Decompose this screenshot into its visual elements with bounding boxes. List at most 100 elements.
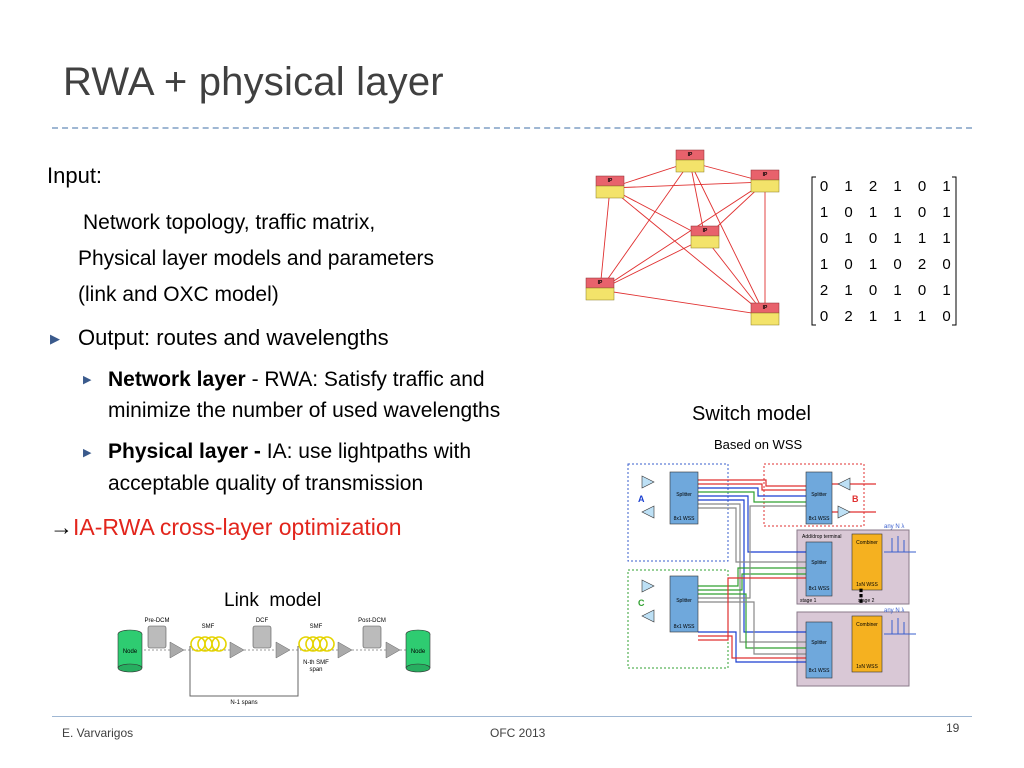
- matrix-cell: 1: [942, 230, 950, 247]
- dcf-module: [252, 625, 272, 649]
- bullet-icon: ▶: [50, 331, 60, 346]
- matrix-cell: 2: [918, 256, 926, 273]
- matrix-cell: 0: [893, 256, 901, 273]
- ellipsis-dots: ⋮: [852, 586, 870, 606]
- splitter-label: Splitter: [811, 492, 827, 498]
- output-bullet: Output: routes and wavelengths: [78, 325, 389, 350]
- smf-label: SMF: [310, 624, 323, 630]
- combiner-label: Combiner: [856, 622, 878, 628]
- matrix-cell: 0: [844, 204, 852, 221]
- port-c-label: C: [638, 598, 645, 608]
- title-divider: [52, 127, 972, 129]
- splitter-label: Splitter: [676, 492, 692, 498]
- router-label: IP: [703, 228, 708, 234]
- matrix-cell: 1: [893, 282, 901, 299]
- conclusion: →IA-RWA cross-layer optimization: [50, 514, 401, 541]
- spectrum-icon: [884, 618, 916, 635]
- matrix-cell: 0: [918, 178, 926, 195]
- router-label: IP: [688, 152, 693, 158]
- switch-model-diagram: A Splitter 8x1 WSS Splitter 8x1 WSS B C …: [627, 463, 916, 687]
- post-dcm-module: [362, 625, 382, 649]
- matrix-cell: 1: [893, 230, 901, 247]
- dcf-label: DCF: [256, 618, 269, 624]
- input-line-1: Network topology, traffic matrix,: [83, 211, 376, 234]
- matrix-cell: 1: [869, 308, 877, 325]
- matrix-cell: 1: [844, 282, 852, 299]
- network-layer-text: - RWA: Satisfy traffic and: [245, 368, 485, 391]
- pre-dcm-module: [147, 625, 167, 649]
- router-node: IP: [595, 175, 625, 199]
- switch-model-subtitle: Based on WSS: [714, 437, 803, 452]
- node-left: Node: [117, 629, 143, 673]
- port-b-box: [763, 463, 865, 527]
- loop-back: [189, 646, 299, 697]
- post-dcm-label: Post-DCM: [358, 618, 386, 624]
- router-label: IP: [608, 178, 613, 184]
- matrix-cell: 1: [820, 256, 828, 273]
- footer-author: E. Varvarigos: [62, 726, 134, 740]
- matrix-left-bracket: [811, 176, 816, 326]
- matrix-cell: 0: [844, 256, 852, 273]
- footer-divider: [52, 716, 972, 717]
- matrix-cell: 1: [844, 178, 852, 195]
- matrix-cell: 0: [918, 204, 926, 221]
- matrix-cell: 0: [942, 308, 950, 325]
- sub-bullet-icon: ▶: [83, 374, 92, 386]
- matrix-cell: 0: [942, 256, 950, 273]
- matrix-cell: 1: [918, 230, 926, 247]
- matrix-cell: 1: [893, 204, 901, 221]
- splitter-label: Splitter: [811, 560, 827, 566]
- input-line-3: (link and OXC model): [78, 283, 279, 306]
- topology-nodes: IP IP IP IP IP IP: [585, 149, 780, 326]
- combiner-label: Combiner: [856, 540, 878, 546]
- wss-label: 8x1 WSS: [674, 516, 696, 522]
- switch-model-title: Switch model: [692, 403, 811, 425]
- port-a-label: A: [638, 494, 645, 504]
- matrix-cell: 1: [893, 178, 901, 195]
- matrix-cell: 0: [869, 230, 877, 247]
- node-label: Node: [123, 649, 138, 655]
- network-layer-item: Network layer - RWA: Satisfy traffic and: [108, 368, 485, 392]
- amplifier-icon: [385, 641, 401, 659]
- matrix-cell: 2: [820, 282, 828, 299]
- node-label: Node: [411, 649, 426, 655]
- nth-smf-label: N-th SMF: [303, 660, 329, 666]
- smf-label: SMF: [202, 624, 215, 630]
- smf-coil: [298, 636, 335, 652]
- matrix-right-bracket: [952, 176, 957, 326]
- right-arrow-icon: →: [50, 514, 73, 540]
- matrix-cell: 1: [820, 204, 828, 221]
- spectrum-icon: [884, 536, 916, 553]
- input-line-2: Physical layer models and parameters: [78, 247, 434, 270]
- port-a-box: [627, 463, 729, 562]
- router-node: IP: [750, 169, 780, 193]
- page-number: 19: [946, 721, 960, 735]
- wss-1n-label: 1xN WSS: [856, 582, 878, 588]
- matrix-cell: 0: [918, 282, 926, 299]
- matrix-cell: 1: [918, 308, 926, 325]
- wss-label: 8x1 WSS: [809, 516, 831, 522]
- topology-links: [599, 161, 766, 316]
- matrix-cell: 1: [942, 204, 950, 221]
- network-layer-label: Network layer: [108, 368, 246, 391]
- matrix-cell: 0: [820, 178, 828, 195]
- matrix-cell: 1: [869, 256, 877, 273]
- link-model-diagram: N-1 spans Node Pre-DCM SMF DCF SMF N-th …: [117, 618, 431, 706]
- router-node: IP: [750, 302, 780, 326]
- splitter-label: Splitter: [676, 598, 692, 604]
- matrix-cell: 2: [869, 178, 877, 195]
- n1-spans-label: N-1 spans: [230, 700, 257, 706]
- matrix-cell: 0: [869, 282, 877, 299]
- wss-label: 8x1 WSS: [809, 586, 831, 592]
- port-b-label: B: [852, 494, 859, 504]
- conclusion-text: IA-RWA cross-layer optimization: [73, 514, 402, 540]
- link-model-title: Link model: [224, 590, 322, 611]
- physical-layer-label: Physical layer -: [108, 440, 261, 463]
- router-node: IP: [585, 277, 615, 301]
- slide-title: RWA + physical layer: [63, 60, 444, 104]
- add-drop-label: Add/drop terminal: [802, 534, 841, 540]
- physical-layer-item: Physical layer - IA: use lightpaths with: [108, 440, 471, 464]
- network-layer-line2: minimize the number of used wavelengths: [108, 399, 501, 422]
- sub-bullet-icon: ▶: [83, 447, 92, 459]
